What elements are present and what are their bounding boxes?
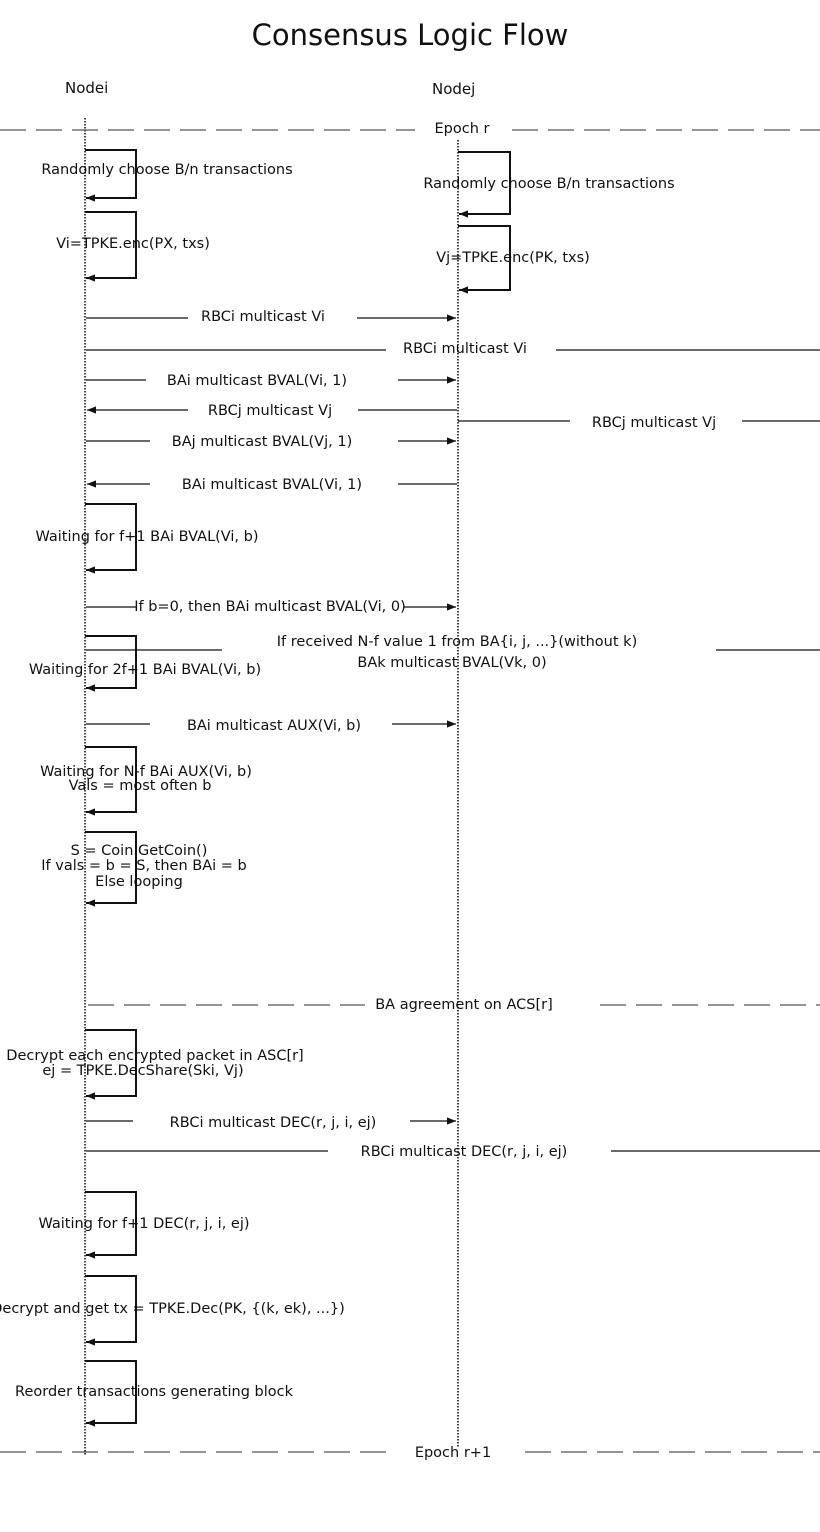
self-loop-wait-nf	[85, 746, 137, 816]
label-if-b0: If b=0, then BAi multicast BVAL(Vi, 0)	[134, 599, 406, 615]
label-rbcj-vj-2: RBCj multicast Vj	[591, 415, 717, 431]
self-loop-enc-i	[85, 211, 137, 282]
label-enc-i: Vi=TPKE.enc(PX, txs)	[56, 236, 210, 252]
self-loop-decrypt-get	[85, 1275, 137, 1346]
self-loop-choose-i	[85, 149, 137, 202]
label-decrypt-get: Decrypt and get tx = TPKE.Dec(PK, {(k, e…	[0, 1301, 345, 1317]
label-ej: ej = TPKE.DecShare(Ski, Vj)	[42, 1063, 244, 1079]
label-rbci-dec-1: RBCi multicast DEC(r, j, i, ej)	[169, 1115, 377, 1131]
label-wait-2f1: Waiting for 2f+1 BAi BVAL(Vi, b)	[28, 662, 262, 678]
self-loop-reorder	[85, 1360, 137, 1427]
self-loop-wait-dec	[85, 1191, 137, 1259]
node-label-nodej: Nodej	[432, 80, 476, 98]
label-rbcj-vj-1: RBCj multicast Vj	[207, 403, 333, 419]
label-wait-nf: Waiting for N-f BAi AUX(Vi, b)	[40, 764, 252, 780]
epoch-r-label: Epoch r	[434, 121, 490, 137]
self-loop-coin	[85, 831, 137, 907]
label-enc-j: Vj=TPKE.enc(PK, txs)	[436, 250, 590, 266]
label-rbci-vi-2: RBCi multicast Vi	[403, 341, 527, 357]
label-bai-bval-1: BAi multicast BVAL(Vi, 1)	[166, 373, 348, 389]
label-choose-i: Randomly choose B/n transactions	[41, 162, 293, 178]
agreement-label: BA agreement on ACS[r]	[375, 997, 553, 1013]
self-loop-enc-j	[458, 225, 511, 294]
label-choose-j: Randomly choose B/n transactions	[423, 176, 675, 192]
epoch-r1-label: Epoch r+1	[414, 1445, 492, 1461]
label-decrypt-each: Decrypt each encrypted packet in ASC[r]	[6, 1048, 304, 1064]
label-rbci-vi-1: RBCi multicast Vi	[201, 309, 325, 325]
self-loop-decrypt-each	[85, 1029, 137, 1100]
node-label-nodei: Nodei	[65, 79, 109, 97]
self-loop-wait-2f1	[85, 635, 137, 692]
label-rbci-dec-2: RBCi multicast DEC(r, j, i, ej)	[360, 1144, 568, 1160]
label-bai-bval-2: BAi multicast BVAL(Vi, 1)	[181, 477, 363, 493]
label-else-loop: Else looping	[95, 874, 183, 890]
self-loop-wait-f1	[85, 503, 137, 574]
label-coin: S = Coin.GetCoin()	[70, 843, 208, 859]
page-title: Consensus Logic Flow	[251, 18, 569, 52]
label-vals: Vals = most often b	[68, 778, 212, 794]
label-if-vals: If vals = b = S, then BAi = b	[41, 858, 247, 874]
label-wait-dec: Waiting for f+1 DEC(r, j, i, ej)	[38, 1216, 250, 1232]
label-baj-bval: BAj multicast BVAL(Vj, 1)	[171, 434, 353, 450]
self-loop-choose-j	[458, 151, 511, 218]
label-bai-aux: BAi multicast AUX(Vi, b)	[186, 718, 362, 734]
label-wait-f1: Waiting for f+1 BAi BVAL(Vi, b)	[35, 529, 259, 545]
label-reorder: Reorder transactions generating block	[15, 1384, 293, 1400]
label-if-received: If received N-f value 1 from BA{i, j, ..…	[276, 634, 638, 650]
label-bak-bval: BAk multicast BVAL(Vk, 0)	[357, 655, 547, 671]
